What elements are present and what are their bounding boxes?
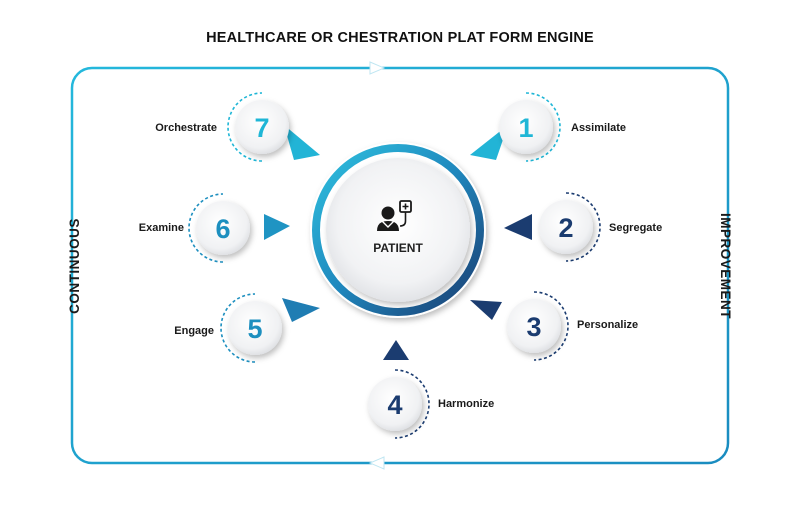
step-node-4: 4 Harmonize — [368, 369, 494, 439]
step-node-3: 3 Personalize — [507, 291, 638, 361]
pointer-2 — [504, 214, 532, 240]
frame-arrow-bottom — [368, 456, 385, 470]
step-node-1: 1 Assimilate — [499, 92, 626, 162]
cycle-frame — [70, 66, 730, 465]
pointer-4 — [383, 340, 409, 360]
patient-doctor-icon — [377, 200, 412, 231]
diagram-title: HEALTHCARE OR CHESTRATION PLAT FORM ENGI… — [206, 30, 594, 46]
step-label: Assimilate — [571, 122, 626, 134]
step-number: 3 — [526, 312, 541, 342]
pointer-5 — [282, 298, 320, 322]
step-number: 6 — [215, 214, 230, 244]
step-disc — [228, 301, 282, 355]
pointers — [264, 125, 532, 360]
step-node-5: 5 Engage — [174, 293, 282, 363]
improvement-label: IMPROVEMENT — [718, 213, 733, 319]
step-number: 4 — [387, 390, 402, 420]
step-label: Orchestrate — [155, 122, 217, 134]
step-disc — [507, 299, 561, 353]
pointer-6 — [264, 214, 290, 240]
step-node-7: 7 Orchestrate — [155, 92, 289, 162]
step-disc — [368, 377, 422, 431]
step-disc — [499, 100, 553, 154]
continuous-label: CONTINUOUS — [67, 218, 82, 314]
step-label: Harmonize — [438, 398, 494, 410]
frame-arrow-top — [369, 61, 386, 75]
step-label: Personalize — [577, 319, 638, 331]
step-label: Engage — [174, 325, 214, 337]
step-disc — [235, 100, 289, 154]
step-node-2: 2 Segregate — [539, 192, 662, 262]
step-label: Segregate — [609, 222, 662, 234]
step-number: 7 — [254, 113, 269, 143]
step-disc — [539, 200, 593, 254]
step-disc — [196, 201, 250, 255]
patient-hub: PATIENT — [310, 142, 486, 318]
step-label: Examine — [139, 222, 184, 234]
pointer-1 — [470, 125, 508, 160]
step-number: 1 — [518, 113, 533, 143]
pointer-3 — [470, 300, 502, 320]
step-number: 5 — [247, 314, 262, 344]
step-node-6: 6 Examine — [139, 193, 250, 263]
step-number: 2 — [558, 213, 573, 243]
pointer-7 — [284, 125, 320, 160]
patient-label: PATIENT — [373, 241, 423, 255]
